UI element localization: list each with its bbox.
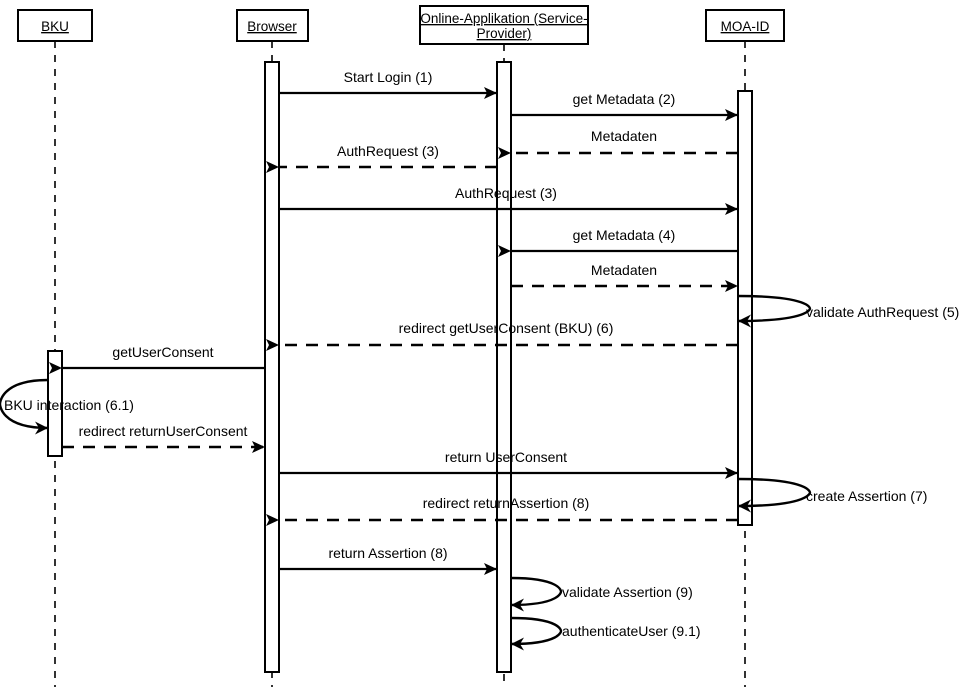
message-label-2: get Metadata (2) xyxy=(573,91,676,107)
message-4[interactable]: AuthRequest (3) xyxy=(266,143,497,173)
activation-bar-moaid xyxy=(737,90,753,526)
self-call-label-authenticate-user: authenticateUser (9.1) xyxy=(562,623,701,639)
self-call-validate-assertion[interactable]: validate Assertion (9) xyxy=(510,576,693,612)
self-call-path-validate-assertion xyxy=(510,576,563,612)
message-5[interactable]: AuthRequest (3) xyxy=(279,185,738,215)
message-label-10: redirect returnUserConsent xyxy=(79,423,248,439)
self-call-label-validate-authrequest: validate AuthRequest (5) xyxy=(806,304,959,320)
message-13[interactable]: return Assertion (8) xyxy=(279,545,497,575)
message-2[interactable]: get Metadata (2) xyxy=(511,91,738,121)
message-7[interactable]: Metadaten xyxy=(511,262,738,292)
message-label-6: get Metadata (4) xyxy=(573,227,676,243)
message-arrows: Start Login (1) get Metadata (2) Metadaten… xyxy=(49,69,738,575)
self-call-create-assertion[interactable]: create Assertion (7) xyxy=(737,477,927,513)
self-call-path-bku-interaction xyxy=(0,378,49,435)
message-label-5: AuthRequest (3) xyxy=(455,185,557,201)
message-label-9: getUserConsent xyxy=(112,344,213,360)
message-label-1: Start Login (1) xyxy=(344,69,433,85)
lifeline-label-moaid: MOA-ID xyxy=(721,19,770,34)
message-label-3: Metadaten xyxy=(591,128,657,144)
lifeline-box-moaid xyxy=(705,9,785,42)
self-call-bku-interaction[interactable]: BKU interaction (6.1) xyxy=(0,378,134,435)
message-10[interactable]: redirect returnUserConsent xyxy=(62,423,265,453)
lifeline-label-browser: Browser xyxy=(247,19,297,34)
activation-bars xyxy=(47,61,753,673)
lifeline-header-boxes: BKU Browser Online-Applikation (Service-Pr… xyxy=(17,5,785,45)
lifeline-header-oa[interactable]: Online-Applikation (Service-Provider) xyxy=(419,5,589,45)
message-label-12: redirect returnAssertion (8) xyxy=(423,495,590,511)
message-label-8: redirect getUserConsent (BKU) (6) xyxy=(399,320,614,336)
message-1[interactable]: Start Login (1) xyxy=(279,69,497,99)
self-call-label-create-assertion: create Assertion (7) xyxy=(806,488,927,504)
lifeline-header-bku[interactable]: BKU xyxy=(17,9,93,42)
self-call-path-create-assertion xyxy=(737,477,812,513)
message-label-7: Metadaten xyxy=(591,262,657,278)
lifeline-box-browser xyxy=(236,9,309,42)
self-call-path-authenticate-user xyxy=(510,616,563,651)
lifeline-label-oa-line2: Provider) xyxy=(477,26,532,41)
message-label-11: return UserConsent xyxy=(445,449,567,465)
activation-bar-browser xyxy=(264,61,280,673)
lifeline-box-oa xyxy=(419,5,589,45)
self-call-path-validate-authrequest xyxy=(737,294,812,328)
message-3[interactable]: Metadaten xyxy=(498,128,738,159)
message-11[interactable]: return UserConsent xyxy=(279,449,738,479)
message-9[interactable]: getUserConsent xyxy=(49,344,265,374)
lifeline-header-browser[interactable]: Browser xyxy=(236,9,309,42)
lifeline-header-moaid[interactable]: MOA-ID xyxy=(705,9,785,42)
message-6[interactable]: get Metadata (4) xyxy=(498,227,738,257)
self-call-label-validate-assertion: validate Assertion (9) xyxy=(562,584,693,600)
self-call-validate-authrequest[interactable]: validate AuthRequest (5) xyxy=(737,294,959,328)
lifeline-label-bku: BKU xyxy=(41,19,69,34)
activation-bar-oa xyxy=(496,61,512,673)
activation-bar-bku xyxy=(47,350,63,457)
self-call-label-bku-interaction: BKU interaction (6.1) xyxy=(4,397,134,413)
self-call-authenticate-user[interactable]: authenticateUser (9.1) xyxy=(510,616,701,651)
self-call-arrows: validate AuthRequest (5) BKU interaction … xyxy=(0,294,959,651)
message-8[interactable]: redirect getUserConsent (BKU) (6) xyxy=(266,320,738,351)
lifeline-label-oa: Online-Applikation (Service- xyxy=(420,11,587,26)
message-label-13: return Assertion (8) xyxy=(328,545,447,561)
lifeline-box-bku xyxy=(17,9,93,42)
message-label-4: AuthRequest (3) xyxy=(337,143,439,159)
message-12[interactable]: redirect returnAssertion (8) xyxy=(266,495,738,526)
